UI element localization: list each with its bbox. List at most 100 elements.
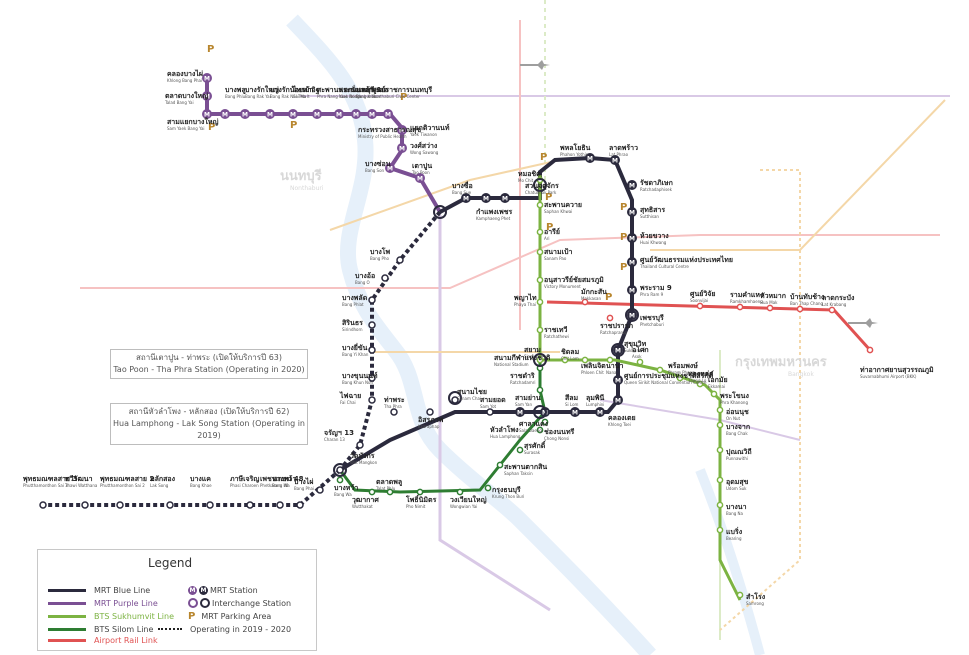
- parking-icon: P: [620, 262, 627, 273]
- station-label-en: Sam Yan: [515, 402, 533, 407]
- interchange-icon: [533, 405, 547, 419]
- station-marker: [716, 446, 724, 454]
- station-marker: [416, 488, 424, 496]
- station-label-en: Sukhumvit: [624, 348, 646, 353]
- station-label-en: Nana: [606, 370, 617, 375]
- station-label: แยกติวานนท์: [410, 123, 450, 132]
- svg-text:M: M: [615, 348, 621, 355]
- station-label-en: Khlong Bang Phai: [167, 78, 202, 83]
- station-label: ลาดพร้าว: [609, 143, 638, 152]
- mrt-station-icon: M: [202, 109, 212, 119]
- station-label: ลาดกระบัง: [822, 294, 855, 302]
- station-label-en: Phaya Thai: [514, 302, 536, 307]
- station-label: สนามกีฬาแห่งชาติ: [494, 354, 551, 362]
- station-label: บางโพ: [370, 247, 391, 256]
- station-label-en: Sirindhorn: [342, 327, 363, 332]
- mrt-station-icon: M: [627, 180, 637, 190]
- legend-swatch: [48, 638, 86, 642]
- station-label: อ่อนนุช: [726, 408, 749, 416]
- svg-text:M: M: [615, 398, 621, 405]
- station-label: ศูนย์ราชการนนทบุรี: [372, 85, 432, 95]
- station-label: ห้วยขวาง: [640, 231, 669, 240]
- station-label-en: Wongwian Yai: [450, 504, 477, 509]
- station-label: บางจาก: [726, 423, 750, 431]
- mrt-station-icon: M: [334, 109, 344, 119]
- station-label: พุทธมณฑลสาย 3: [23, 475, 77, 483]
- station-label-en: Phetkasem 48: [260, 483, 289, 488]
- callout-tao-poon: สถานีเตาปูน - ท่าพระ (เปิดให้บริการปี 63…: [110, 349, 308, 379]
- area-label-bangkok: กรุงเทพมหานคร: [735, 355, 827, 370]
- station-label: ชิดลม: [561, 348, 580, 356]
- station-label: หัวหมาก: [760, 292, 786, 300]
- station-label: เพชรบุรี: [640, 314, 664, 322]
- mrt-station-icon: M: [199, 585, 208, 595]
- svg-text:M: M: [615, 378, 621, 385]
- station-marker: [390, 408, 398, 416]
- area-label-nonthaburi: นนทบุรี: [280, 168, 322, 184]
- station-marker: [276, 501, 284, 509]
- station-label: แยกนนทบุรี 1: [339, 86, 382, 94]
- station-label-en: Sam Yot: [480, 404, 497, 409]
- station-marker: [166, 501, 174, 509]
- interchange-icon: [433, 205, 447, 219]
- svg-text:M: M: [204, 76, 210, 83]
- callout-hua-lamphong: สถานีหัวลำโพง - หลักสอง (เปิดให้บริการปี…: [110, 403, 308, 445]
- station-marker: [536, 326, 544, 334]
- svg-text:M: M: [222, 112, 228, 119]
- station-marker: [296, 501, 304, 509]
- station-label-en: Queen Sirikit National Convention Centre: [624, 380, 707, 385]
- station-marker: [828, 306, 836, 314]
- station-label-en: Bang Yi Khan: [342, 352, 369, 357]
- station-label: อุดมสุข: [726, 478, 749, 486]
- station-label: สามแยกบางใหญ่: [167, 117, 218, 126]
- station-label-en: Suvarnabhumi Airport (BKK): [860, 374, 917, 379]
- station-label-en: Phra Khanong: [720, 400, 748, 405]
- station-marker: [316, 486, 324, 494]
- station-label-en: Bang Rak Yai: [245, 94, 271, 99]
- svg-text:M: M: [629, 210, 635, 217]
- svg-text:M: M: [385, 112, 391, 119]
- mrt-station-icon: M: [627, 310, 637, 320]
- legend-label: MRT Blue Line: [94, 585, 151, 595]
- station-marker: [246, 501, 254, 509]
- station-label-en: Ekkamai: [708, 384, 725, 389]
- station-label: บางพลู: [225, 86, 246, 95]
- mrt-station-icon: M: [585, 153, 595, 163]
- svg-text:M: M: [517, 410, 523, 417]
- station-label-en: Lak Song: [150, 483, 169, 488]
- station-label-en: Kamphaeng Phet: [476, 216, 511, 221]
- station-label: วุฒากาศ: [352, 496, 379, 504]
- station-label-en: Hua Mak: [760, 300, 778, 305]
- mrt-station-icon: M: [515, 407, 525, 417]
- interchange-icon: [333, 463, 347, 477]
- station-label-en: Makkasan: [581, 296, 601, 301]
- parking-icon: P: [620, 202, 627, 213]
- svg-text:M: M: [204, 94, 210, 101]
- area-label-bangkok-en: Bangkok: [788, 371, 814, 378]
- station-label: บางยี่ขัน: [342, 342, 368, 352]
- svg-text:M: M: [629, 236, 635, 243]
- station-label: บางพลัด: [342, 294, 368, 302]
- station-label-en: Yaek Nonthaburi 1: [338, 94, 376, 99]
- station-marker: [536, 228, 544, 236]
- station-label: ตลาดบางใหญ่: [165, 91, 208, 100]
- station-label: นานา: [606, 362, 624, 370]
- station-label: บางอ้อ: [355, 271, 375, 280]
- station-label: ช่องนนทรี: [544, 428, 575, 436]
- legend-swatch: [48, 588, 86, 592]
- station-label-en: Bang Wa: [334, 492, 352, 497]
- station-label: สะพานพระนั่งเกล้า: [317, 84, 374, 94]
- station-label-en: Phloen Chit: [581, 370, 604, 375]
- station-label: อโศก: [632, 345, 649, 354]
- station-marker: [116, 501, 124, 509]
- mrt-station-icon: M: [627, 285, 637, 295]
- station-label: คลองเตย: [608, 414, 636, 422]
- station-label: ลุมพินี: [586, 394, 605, 402]
- svg-text:M: M: [572, 410, 578, 417]
- station-label: ภาษีเจริญ: [230, 475, 259, 483]
- station-label: ราชปรารภ: [600, 322, 633, 330]
- station-label-en: Bang Phlu: [225, 94, 246, 99]
- station-label-en: Sam Yaek Bang Yai: [167, 126, 205, 131]
- station-label: กำแพงเพชร: [476, 208, 512, 216]
- station-label-en: Tao Poon: [411, 170, 430, 175]
